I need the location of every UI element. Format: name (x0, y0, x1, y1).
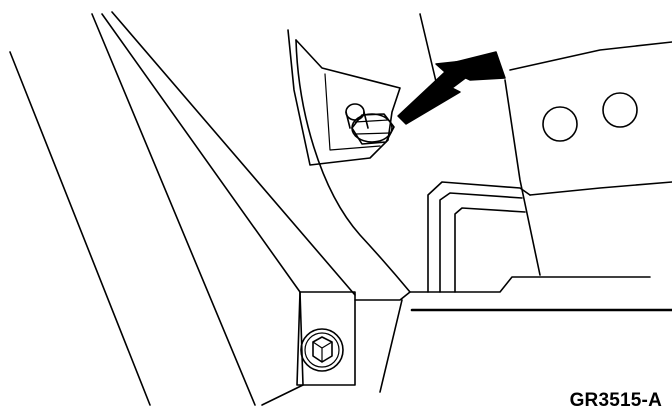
channel-bracket (427, 181, 531, 293)
diagonal-line-4 (111, 11, 356, 296)
upper-housing (287, 29, 411, 293)
diagonal-body-lines (9, 11, 356, 406)
channel-inner-1 (439, 192, 523, 293)
panel-dash-right (509, 41, 672, 71)
rail-lower-edge (379, 299, 403, 393)
diagonal-line-outer (9, 51, 151, 406)
channel-inner-2 (454, 207, 526, 293)
right-panel (419, 13, 672, 276)
panel-lower-edge (529, 181, 672, 196)
hex-bolt-icon (300, 328, 344, 372)
lower-mount-bracket (261, 291, 356, 406)
housing-outline (287, 29, 401, 166)
panel-dash-top (419, 13, 439, 91)
panel-hole-right (602, 92, 638, 128)
panel-vertical-edge (504, 79, 541, 276)
figure-reference-code: GR3515-A (569, 390, 662, 411)
bracket-side-edge (296, 291, 304, 386)
callout-arrow-icon (397, 51, 506, 125)
bracket-bottom-edge (261, 384, 304, 406)
housing-seam (295, 39, 411, 293)
diagonal-line-2 (91, 13, 256, 406)
housing-inner-edge (324, 73, 381, 151)
diagonal-line-3 (101, 13, 301, 293)
panel-hole-left (542, 106, 578, 142)
channel-outer (427, 181, 531, 293)
stud-bolt-icon (345, 103, 395, 145)
frame-rail (354, 276, 672, 393)
